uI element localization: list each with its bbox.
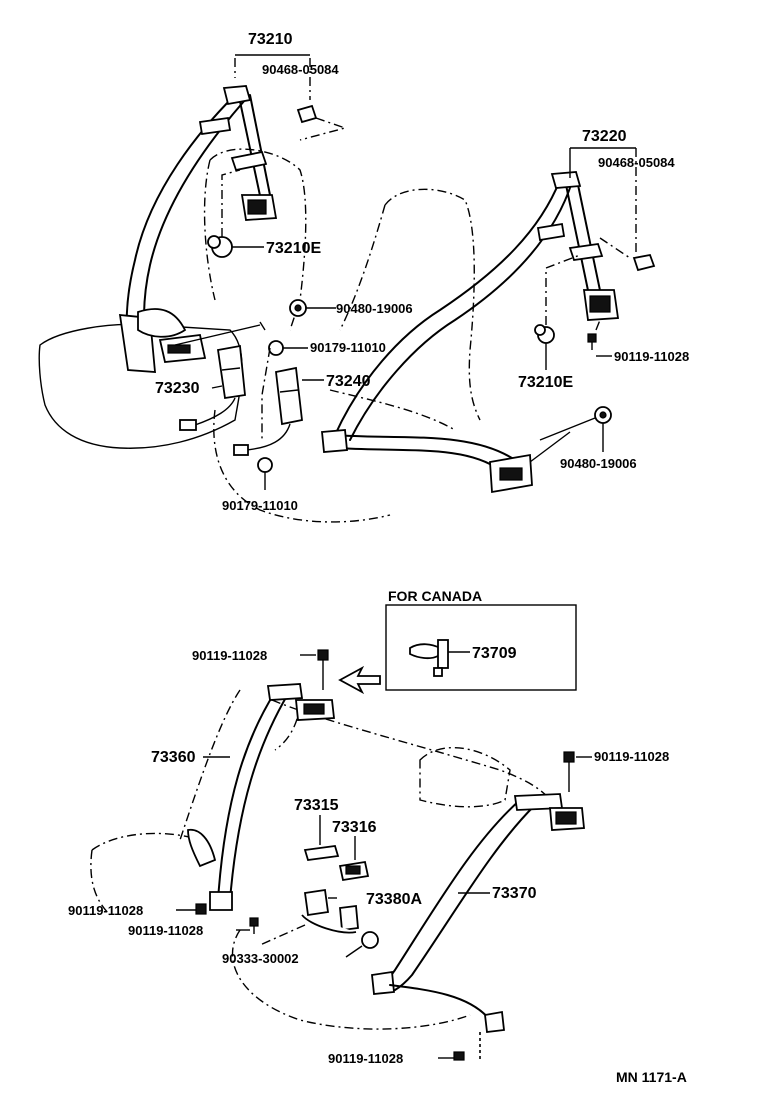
- label-for-canada: FOR CANADA: [388, 588, 482, 604]
- label-73230: 73230: [155, 380, 200, 397]
- label-73210: 73210: [248, 31, 293, 48]
- grommet-90333: [345, 931, 379, 958]
- label-90468-05084-right: 90468-05084: [598, 155, 675, 170]
- anchor-cover-left: [207, 235, 264, 258]
- nut-90179-a: [261, 340, 308, 440]
- left-front-seat: [38, 148, 307, 449]
- rear-left-belt-73360: [187, 683, 335, 911]
- bolt-90119-a: [587, 319, 612, 357]
- bolt-90480-left: [174, 299, 336, 346]
- diagram-reference-code: MN 1171-A: [616, 1069, 687, 1085]
- label-73210E-left: 73210E: [266, 240, 321, 257]
- nut-90179-b: [257, 457, 273, 490]
- label-90179-11010-a: 90179-11010: [310, 340, 386, 355]
- bolt-90119-c: [563, 751, 592, 792]
- label-73709: 73709: [472, 645, 517, 662]
- right-seat-belt-assembly: [321, 171, 620, 494]
- bolt-90119-b: [300, 649, 329, 690]
- label-90119-11028-f: 90119-11028: [328, 1051, 403, 1066]
- label-73315: 73315: [294, 797, 339, 814]
- label-73210E-right: 73210E: [518, 374, 573, 391]
- bolt-90119-d: [176, 903, 207, 915]
- label-90119-11028-d: 90119-11028: [68, 903, 143, 918]
- label-90333-30002: 90333-30002: [222, 951, 299, 966]
- anchor-cover-right: [534, 254, 581, 370]
- rear-right-belt-73370: [371, 793, 585, 1033]
- bolt-90119-f: [438, 1032, 481, 1061]
- bolt-90480-right: [539, 406, 612, 452]
- right-front-seat: [213, 188, 481, 523]
- label-73316: 73316: [332, 819, 377, 836]
- bolt-90119-e: [236, 917, 259, 934]
- label-90119-11028-e: 90119-11028: [128, 923, 203, 938]
- label-90119-11028-b: 90119-11028: [192, 648, 267, 663]
- clip-left: [234, 54, 348, 141]
- label-90480-19006-left: 90480-19006: [336, 301, 413, 316]
- clip-right: [569, 147, 656, 272]
- label-90468-05084-left: 90468-05084: [262, 62, 339, 77]
- label-90119-11028-c: 90119-11028: [594, 749, 669, 764]
- label-73360: 73360: [151, 749, 196, 766]
- label-73380A: 73380A: [366, 891, 422, 908]
- buckle-73230: [179, 344, 246, 431]
- label-73370: 73370: [492, 885, 537, 902]
- center-buckle-73380A: [259, 888, 359, 946]
- label-90480-19006-right: 90480-19006: [560, 456, 637, 471]
- buckle-73240: [233, 366, 324, 456]
- label-73220: 73220: [582, 128, 627, 145]
- buckle-covers: [303, 815, 370, 882]
- label-90119-11028-a: 90119-11028: [614, 349, 689, 364]
- canada-inset: [338, 604, 577, 695]
- label-90179-11010-b: 90179-11010: [222, 498, 298, 513]
- left-seat-belt-assembly: [118, 85, 278, 373]
- label-73240: 73240: [326, 373, 371, 390]
